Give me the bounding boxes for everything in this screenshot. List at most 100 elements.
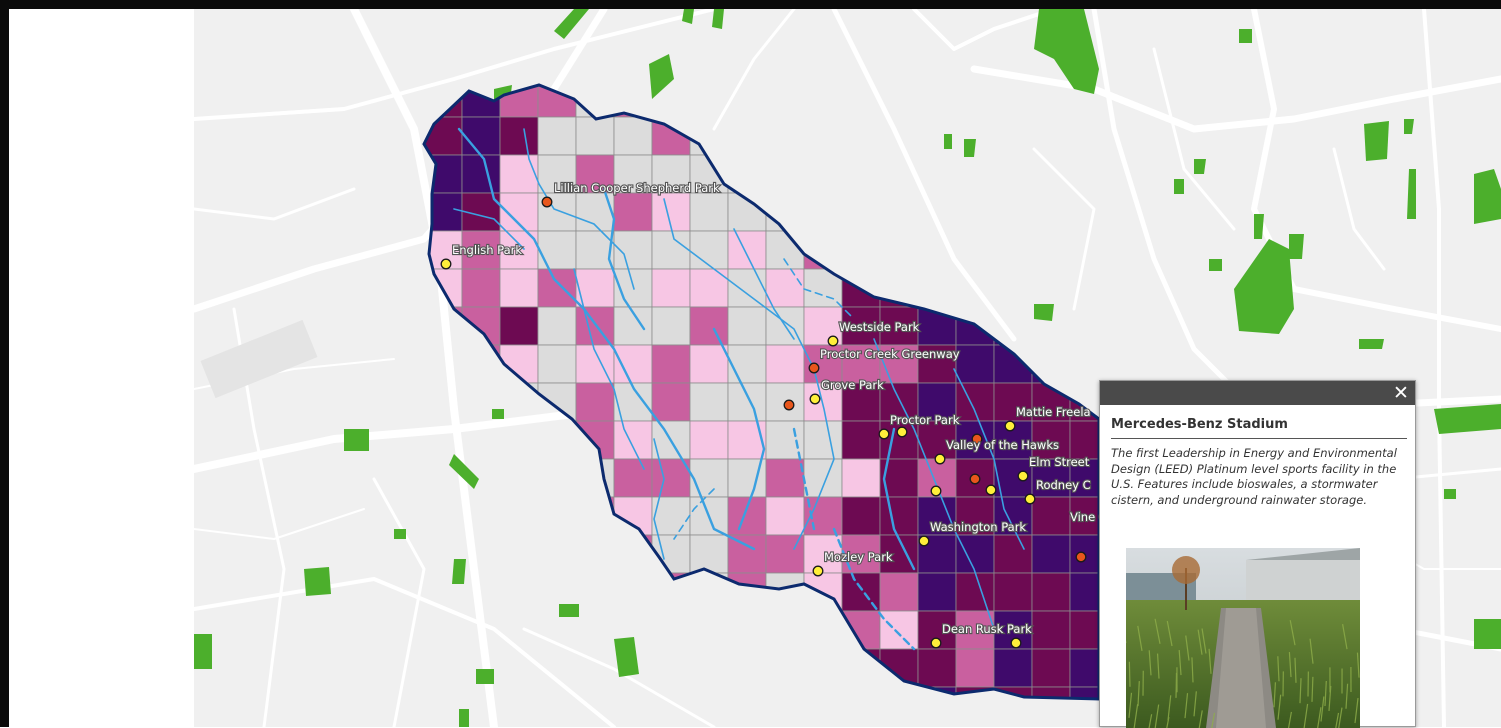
grid-cell xyxy=(956,535,994,573)
grid-cell xyxy=(1032,611,1070,649)
site-marker[interactable] xyxy=(1025,494,1035,504)
park-label: Westside Park xyxy=(839,320,920,334)
park-area xyxy=(712,9,724,29)
park-area xyxy=(304,567,331,596)
park-area xyxy=(1444,489,1456,499)
grid-cell xyxy=(690,307,728,345)
grid-cell xyxy=(956,649,994,687)
park-area xyxy=(1364,121,1389,161)
app-top-bar xyxy=(0,0,1501,9)
grid-cell xyxy=(956,345,994,383)
park-area xyxy=(964,139,976,157)
park-area xyxy=(344,429,369,451)
site-marker[interactable] xyxy=(970,474,980,484)
site-marker[interactable] xyxy=(935,454,945,464)
site-marker[interactable] xyxy=(1076,552,1086,562)
grid-cell xyxy=(538,231,576,269)
grid-cell xyxy=(690,383,728,421)
grid-cell xyxy=(728,269,766,307)
grid-cell xyxy=(576,231,614,269)
grid-cell xyxy=(1032,497,1070,535)
park-area xyxy=(944,134,952,149)
grid-cell xyxy=(652,231,690,269)
grid-cell xyxy=(538,345,576,383)
park-label: Elm Street xyxy=(1029,455,1090,469)
park-label: Mozley Park xyxy=(824,550,893,564)
park-area xyxy=(492,409,504,419)
park-area xyxy=(1359,339,1384,349)
grid-cell xyxy=(766,497,804,535)
park-label: Proctor Park xyxy=(890,413,960,427)
grid-cell xyxy=(880,497,918,535)
grid-cell xyxy=(842,421,880,459)
grid-cell xyxy=(918,649,956,687)
site-marker[interactable] xyxy=(784,400,794,410)
info-popup: ✕ Mercedes-Benz Stadium The first Leader… xyxy=(1099,380,1416,727)
park-area xyxy=(194,634,212,669)
grid-cell xyxy=(538,269,576,307)
site-marker[interactable] xyxy=(809,363,819,373)
site-marker[interactable] xyxy=(1005,421,1015,431)
popup-description: The first Leadership in Energy and Envir… xyxy=(1111,446,1405,508)
grid-cell xyxy=(728,535,766,573)
site-marker[interactable] xyxy=(919,536,929,546)
site-marker[interactable] xyxy=(1018,471,1028,481)
grid-cell xyxy=(614,193,652,231)
grid-cell xyxy=(994,649,1032,687)
site-marker[interactable] xyxy=(810,394,820,404)
grid-cell xyxy=(652,383,690,421)
grid-cell xyxy=(842,497,880,535)
grid-cell xyxy=(690,345,728,383)
site-marker[interactable] xyxy=(931,486,941,496)
grid-cell xyxy=(880,611,918,649)
popup-title: Mercedes-Benz Stadium xyxy=(1111,417,1407,439)
grid-cell xyxy=(690,231,728,269)
site-marker[interactable] xyxy=(542,197,552,207)
site-marker[interactable] xyxy=(828,336,838,346)
grid-cell xyxy=(766,345,804,383)
site-marker[interactable] xyxy=(1011,638,1021,648)
site-marker[interactable] xyxy=(931,638,941,648)
grid-cell xyxy=(842,459,880,497)
park-area xyxy=(1034,304,1054,321)
grid-cell xyxy=(500,269,538,307)
grid-cell xyxy=(728,497,766,535)
close-icon[interactable]: ✕ xyxy=(1391,381,1411,405)
grid-cell xyxy=(1032,535,1070,573)
park-area xyxy=(1239,29,1252,43)
site-marker[interactable] xyxy=(813,566,823,576)
grid-cell xyxy=(728,307,766,345)
grid-cell xyxy=(614,117,652,155)
grid-cell xyxy=(500,307,538,345)
grid-cell xyxy=(576,383,614,421)
site-marker[interactable] xyxy=(986,485,996,495)
grid-cell xyxy=(690,193,728,231)
park-area xyxy=(452,559,466,584)
grid-cell xyxy=(614,421,652,459)
grid-cell xyxy=(652,345,690,383)
park-label: Rodney C xyxy=(1036,478,1091,492)
park-area xyxy=(1474,619,1501,649)
park-label: Mattie Freela xyxy=(1016,405,1091,419)
grid-cell xyxy=(690,459,728,497)
site-marker[interactable] xyxy=(441,259,451,269)
grid-cell xyxy=(804,421,842,459)
park-area xyxy=(1174,179,1184,194)
site-marker[interactable] xyxy=(897,427,907,437)
site-marker[interactable] xyxy=(879,429,889,439)
park-area xyxy=(459,709,469,727)
popup-header: ✕ xyxy=(1100,381,1415,405)
grid-cell xyxy=(766,269,804,307)
park-area xyxy=(1194,159,1206,174)
grid-cell xyxy=(652,269,690,307)
popup-photo xyxy=(1126,548,1360,728)
grid-cell xyxy=(994,573,1032,611)
grid-cell xyxy=(462,269,500,307)
park-label: Lillian Cooper Shepherd Park xyxy=(554,181,720,195)
grid-cell xyxy=(956,573,994,611)
park-area xyxy=(476,669,494,684)
grid-cell xyxy=(690,421,728,459)
grid-cell xyxy=(690,535,728,573)
park-label: English Park xyxy=(452,243,522,257)
grid-cell xyxy=(652,307,690,345)
